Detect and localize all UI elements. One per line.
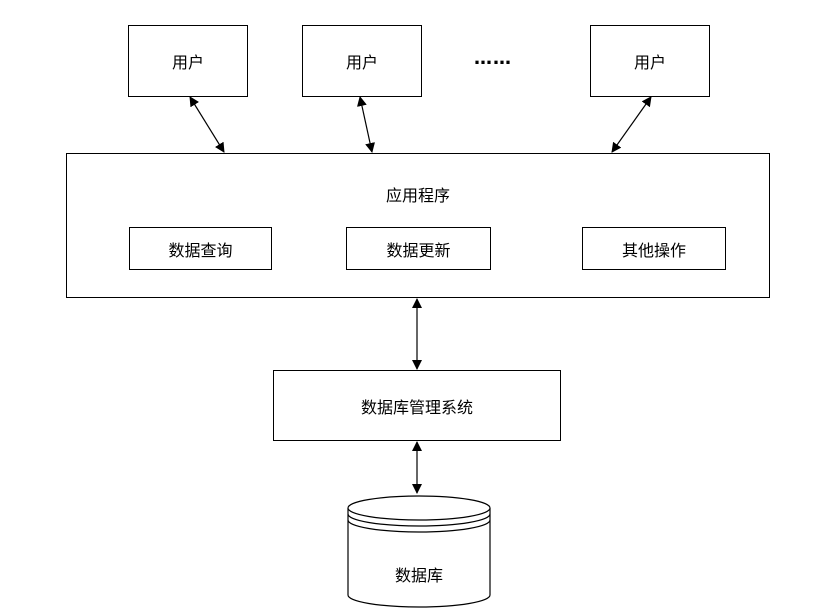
double-arrow-user1-app [189,96,225,153]
module-label: 其他操作 [621,240,686,260]
user-label: 用户 [633,53,666,72]
double-arrow-user3-app [611,96,652,153]
user-box-2: 用户 [302,25,422,97]
module-label: 数据查询 [168,240,233,260]
ellipsis: …… [474,48,512,69]
database-label: 数据库 [394,566,443,585]
module-data-update: 数据更新 [346,227,491,270]
user-label: 用户 [345,53,378,72]
module-label: 数据更新 [386,240,451,260]
database-cylinder-icon [347,495,491,608]
dbms-label: 数据库管理系统 [360,397,473,417]
user-box-1: 用户 [128,25,248,97]
dbms-box: 数据库管理系统 [273,370,561,441]
module-other-operations: 其他操作 [582,227,726,270]
double-arrow-user2-app [357,96,375,153]
module-data-query: 数据查询 [129,227,272,270]
user-label: 用户 [171,53,204,72]
application-title: 应用程序 [385,186,450,205]
application-box [66,153,770,298]
